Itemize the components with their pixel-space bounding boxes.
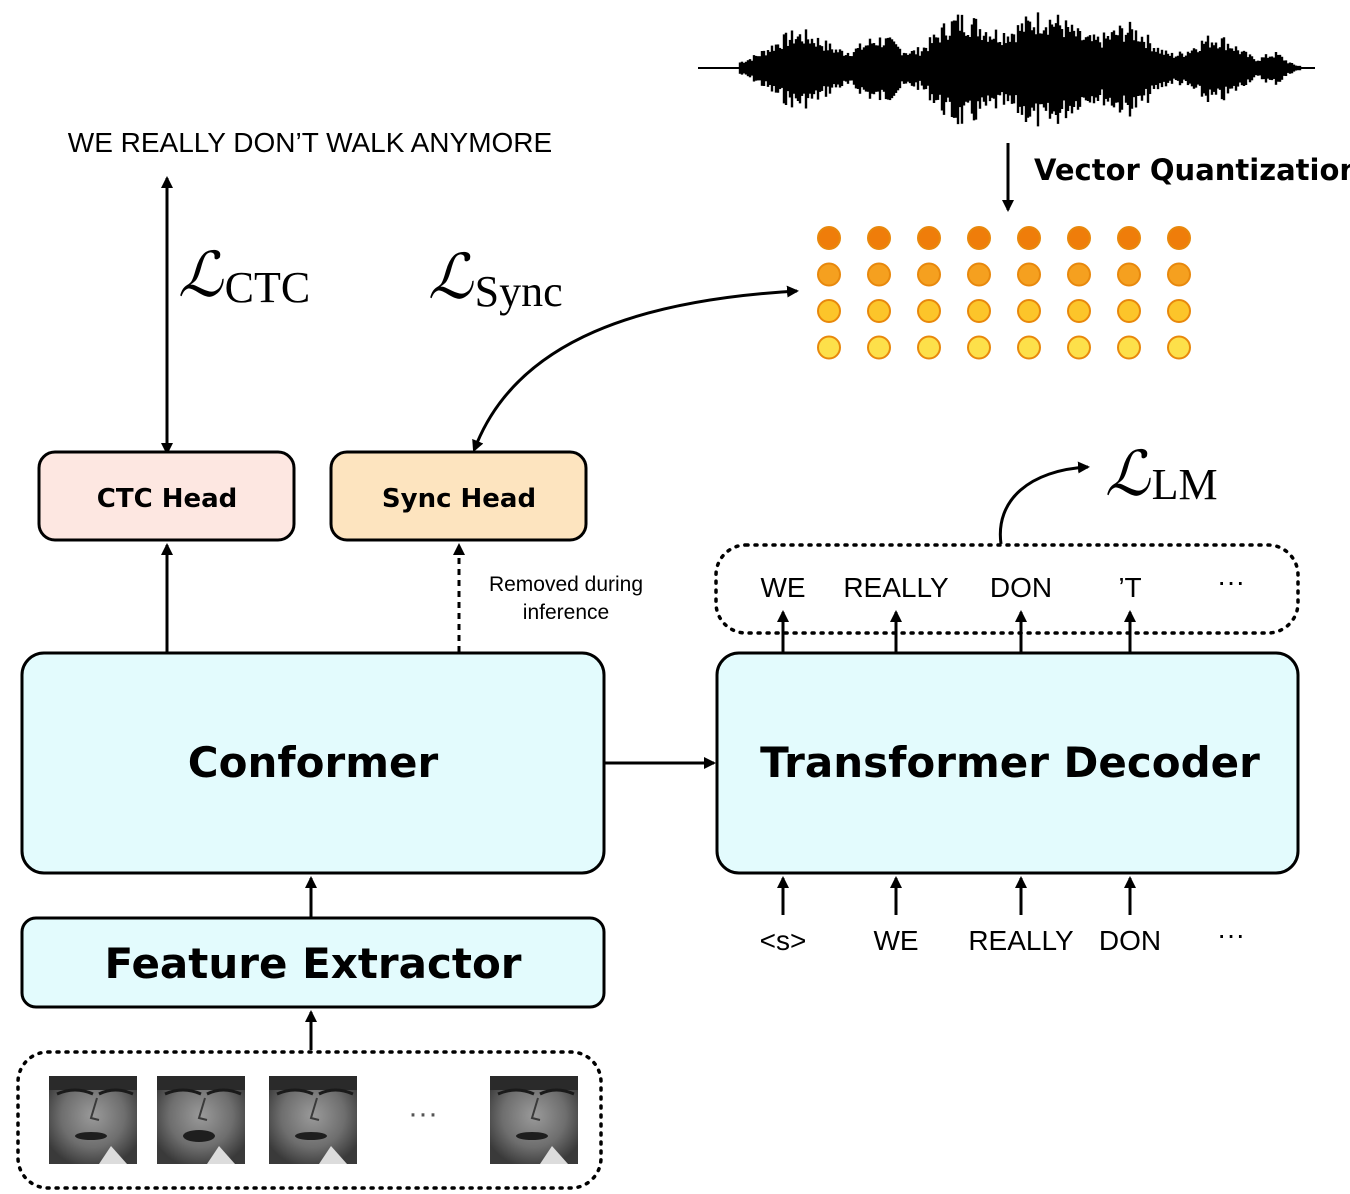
sync-loss-symbol: ℒ	[428, 240, 474, 313]
sync-head-box	[329, 450, 588, 542]
vq-token-dot	[1167, 262, 1191, 287]
vq-token-dot	[967, 226, 991, 250]
ctc-head-label: CTC Head	[97, 484, 238, 514]
vq-token-dot	[1017, 335, 1041, 360]
sync-loss-subscript: Sync	[475, 267, 563, 316]
decoder-output-container	[714, 543, 1300, 635]
feature-extractor-label: Feature Extractor	[104, 939, 521, 988]
vq-token-dot	[867, 262, 891, 287]
transformer-decoder-label: Transformer Decoder	[760, 738, 1260, 787]
removed-note-line2: inference	[523, 601, 609, 624]
vq-token-dot	[867, 226, 891, 250]
ctc-loss-subscript: CTC	[225, 263, 311, 312]
decoder-output-token: WE	[760, 572, 805, 603]
video-frame	[269, 1076, 357, 1164]
lm-loss-symbol: ℒ	[1105, 437, 1151, 510]
frames-ellipsis: ···	[408, 1097, 438, 1130]
removed-note-line1: Removed during	[489, 573, 643, 596]
video-frame	[49, 1076, 137, 1164]
transcript-text: WE REALLY DON’T WALK ANYMORE	[68, 127, 552, 158]
vq-token-dot	[917, 335, 941, 360]
vq-token-dot	[817, 226, 841, 250]
video-frames	[49, 1076, 578, 1164]
video-frames-container	[16, 1050, 603, 1190]
vq-label: Vector Quantization	[1034, 153, 1350, 187]
vq-token-dot	[1167, 299, 1191, 323]
vq-token-dot	[1067, 226, 1091, 250]
vq-token-dot	[967, 262, 991, 287]
vq-token-dot	[1117, 335, 1141, 360]
vq-token-dot	[917, 226, 941, 250]
decoder-input-token: REALLY	[968, 925, 1074, 956]
vq-token-dot	[1167, 335, 1191, 360]
vq-token-dot	[1067, 335, 1091, 360]
audio-waveform	[698, 12, 1315, 127]
conformer-label: Conformer	[188, 738, 439, 787]
decoder-output-token: REALLY	[843, 572, 949, 603]
vq-token-dot	[967, 335, 991, 360]
sync-head-label: Sync Head	[382, 484, 536, 514]
vq-token-dot	[1067, 299, 1091, 323]
vq-token-dot	[817, 299, 841, 323]
vq-token-dot	[1117, 226, 1141, 250]
decoder-output-token: ’T	[1118, 572, 1141, 603]
video-frame	[490, 1076, 578, 1164]
vq-token-dot	[1017, 299, 1041, 323]
vq-token-dot	[917, 262, 941, 287]
vq-token-grid	[817, 226, 1191, 360]
vq-token-dot	[1117, 299, 1141, 323]
lm-loss-label: ℒLM	[1105, 437, 1218, 510]
vq-token-dot	[867, 299, 891, 323]
vq-token-dot	[1017, 262, 1041, 287]
lm-loss-arrow	[998, 461, 1090, 545]
feature-extractor-box	[20, 916, 606, 1009]
decoder-input-token: ···	[1217, 919, 1245, 950]
ctc-loss-label: ℒCTC	[178, 238, 310, 312]
ctc-head-box	[37, 450, 296, 542]
vq-token-dot	[1167, 226, 1191, 250]
decoder-output-token: DON	[990, 572, 1052, 603]
vq-token-dot	[867, 335, 891, 360]
vq-token-dot	[967, 299, 991, 323]
vq-token-dot	[917, 299, 941, 323]
decoder-input-token: <s>	[760, 925, 807, 956]
lm-loss-subscript: LM	[1152, 460, 1218, 509]
vq-token-dot	[1017, 226, 1041, 250]
decoder-input-token: WE	[873, 925, 918, 956]
sync-loss-label: ℒSync	[428, 240, 563, 316]
ctc-loss-symbol: ℒ	[178, 238, 224, 311]
video-frame	[157, 1076, 245, 1164]
vq-token-dot	[817, 335, 841, 360]
decoder-output-token: ···	[1217, 566, 1245, 597]
vq-token-dot	[1067, 262, 1091, 287]
vq-token-dot	[817, 262, 841, 287]
sync-loss-arrow	[472, 285, 799, 453]
transformer-decoder-box	[715, 651, 1300, 875]
decoder-input-token: DON	[1099, 925, 1161, 956]
vq-token-dot	[1117, 262, 1141, 287]
